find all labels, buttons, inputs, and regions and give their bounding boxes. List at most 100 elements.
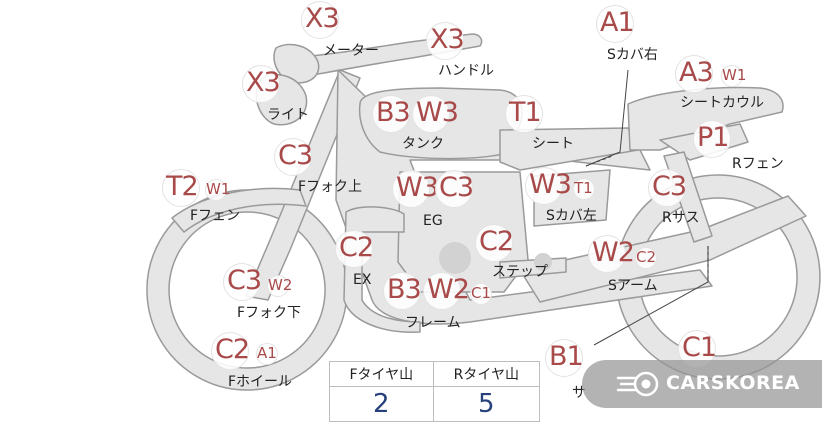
damage-code: A3 xyxy=(679,57,714,88)
table-row: Fタイヤ山 Rタイヤ山 xyxy=(329,361,541,387)
damage-code-badge xyxy=(162,169,200,207)
part-label: Sカバ左 xyxy=(546,208,597,224)
damage-code: A1 xyxy=(600,7,635,38)
front-fender-shape xyxy=(171,187,307,233)
part-label: Fフェン xyxy=(190,208,241,224)
damage-code-badge xyxy=(423,272,461,310)
damage-code-badge xyxy=(505,95,543,133)
damage-code-badge xyxy=(635,247,657,269)
damage-code-badge xyxy=(470,283,492,305)
exhaust-shape xyxy=(343,206,421,333)
carskorea-logo-icon xyxy=(616,371,659,397)
damage-code: T1 xyxy=(574,179,593,197)
part-label: ステップ xyxy=(492,264,548,280)
damage-code-badge xyxy=(267,275,289,297)
damage-code: C3 xyxy=(439,172,474,203)
hub-circle xyxy=(534,253,552,271)
engine-case-circle xyxy=(439,242,471,274)
damage-code: B3 xyxy=(387,274,422,305)
damage-code-badge xyxy=(412,95,450,133)
damage-code-badge xyxy=(475,224,513,262)
damage-code: W1 xyxy=(206,180,231,198)
damage-code-badge xyxy=(573,178,595,200)
damage-code: W2 xyxy=(592,237,635,268)
front-tire-header: Fタイヤ山 xyxy=(329,361,434,387)
damage-code-badge xyxy=(545,339,583,377)
part-label: Sカバ右 xyxy=(607,47,658,63)
damage-code-badge xyxy=(211,332,249,370)
damage-code-badge xyxy=(335,230,373,268)
part-label: フレーム xyxy=(405,315,461,331)
damage-code-badge xyxy=(721,65,743,87)
damage-code: A1 xyxy=(257,344,277,362)
damage-code-badge xyxy=(648,169,686,207)
watermark-banner: CARSKOREA xyxy=(582,360,822,408)
damage-code: C2 xyxy=(479,226,514,257)
damage-code: T1 xyxy=(509,97,542,128)
damage-code: X3 xyxy=(305,3,340,34)
rear-tire-value: 5 xyxy=(432,386,541,422)
damage-code: C2 xyxy=(636,248,657,266)
damage-code-badge xyxy=(392,170,430,208)
damage-code: B1 xyxy=(549,341,584,372)
seat-cowl-shape xyxy=(627,86,784,151)
damage-code-badge xyxy=(301,1,339,39)
damage-code-badge xyxy=(274,138,312,176)
part-label: EG xyxy=(423,213,443,229)
damage-code-badge xyxy=(256,343,278,365)
damage-code-badge xyxy=(372,95,410,133)
part-label: シート xyxy=(532,136,574,152)
damage-code-badge xyxy=(205,179,227,201)
damage-code-badge xyxy=(223,263,261,301)
damage-code: W1 xyxy=(722,66,747,84)
table-row: 2 5 xyxy=(329,386,541,422)
damage-code-badge xyxy=(435,170,473,208)
seat-shape xyxy=(499,127,639,171)
damage-code: C1 xyxy=(471,284,492,302)
damage-code: W2 xyxy=(268,276,293,294)
damage-code: C3 xyxy=(227,265,262,296)
part-label: タンク xyxy=(402,136,444,152)
damage-code: W2 xyxy=(427,274,470,305)
damage-code: W3 xyxy=(396,172,439,203)
damage-code: C2 xyxy=(215,334,250,365)
part-label: ハンドル xyxy=(438,63,494,79)
damage-code: B3 xyxy=(376,97,411,128)
front-tire-shape xyxy=(146,189,348,391)
damage-code: C2 xyxy=(339,232,374,263)
damage-code-badge xyxy=(383,272,421,310)
damage-code: W3 xyxy=(529,169,572,200)
engine-shape xyxy=(397,171,529,293)
damage-code-badge xyxy=(525,167,563,205)
damage-code: W3 xyxy=(416,97,459,128)
damage-code-badge xyxy=(693,120,731,158)
front-tire-value: 2 xyxy=(329,386,434,422)
damage-code: X3 xyxy=(430,24,465,55)
watermark-text: CARSKOREA xyxy=(666,372,800,394)
leader-dash-side-cover-right xyxy=(585,155,613,167)
damage-code: C1 xyxy=(682,332,717,363)
part-label: シートカウル xyxy=(680,95,764,111)
damage-code: P1 xyxy=(697,122,729,153)
rear-tire-header: Rタイヤ山 xyxy=(432,361,541,387)
damage-code-badge xyxy=(588,235,626,273)
part-label: ライト xyxy=(267,107,309,123)
damage-code-badge xyxy=(675,55,713,93)
front-fork-shape xyxy=(245,69,361,301)
part-label: Rサス xyxy=(662,210,700,226)
part-label: Sアーム xyxy=(608,278,658,294)
damage-code: C3 xyxy=(278,140,313,171)
tire-tread-table: Fタイヤ山 Rタイヤ山 2 5 xyxy=(329,361,541,422)
damage-code: X3 xyxy=(246,67,281,98)
damage-code-badge xyxy=(426,22,464,60)
part-label: Fフォク上 xyxy=(298,179,363,195)
damage-code-badge xyxy=(242,65,280,103)
damage-code: T2 xyxy=(166,171,199,202)
damage-code: C3 xyxy=(652,171,687,202)
part-label: EX xyxy=(353,272,372,288)
meter-shape xyxy=(273,43,320,84)
part-label: Fフォク下 xyxy=(237,305,302,321)
part-label: Rフェン xyxy=(732,156,784,172)
damage-code-badge xyxy=(596,5,634,43)
